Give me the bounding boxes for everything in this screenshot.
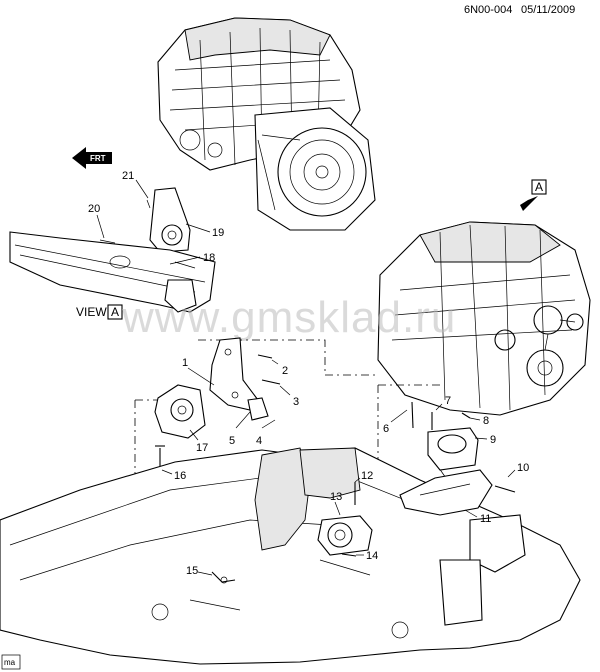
callout-13: 13 [330,491,342,503]
engine-top-illustration [157,17,376,231]
corner-tag-box [1,654,21,670]
callout-8: 8 [483,415,489,427]
mount-part-9 [411,401,479,471]
mount-part-17 [154,384,206,488]
callout-19: 19 [212,227,224,239]
callout-15: 15 [186,565,198,577]
crossmember-view-a [9,231,216,313]
frame-illustration [0,447,581,665]
view-letter-box [107,304,123,320]
callout-9: 9 [490,434,496,446]
corner-tag: ma [4,658,16,667]
engine-right-illustration [377,221,591,416]
callout-6: 6 [383,423,389,435]
callout-18: 18 [203,252,215,264]
view-a-marker: A [520,179,547,211]
callout-21: 21 [122,170,134,182]
diagram-date: 05/11/2009 [521,4,575,16]
callout-5: 5 [229,435,235,447]
bracket-part-11 [399,469,516,516]
callout-4: 4 [256,435,262,447]
top-mount-bracket [99,187,191,253]
callout-11: 11 [480,513,491,525]
mount-part-13 [317,482,373,557]
callout-14: 14 [366,550,378,562]
svg-text:A: A [535,180,543,194]
svg-text:FRT: FRT [90,154,106,163]
callout-17: 17 [196,442,208,454]
callouts: 21 20 19 18 1 2 3 4 5 17 16 6 7 8 9 10 1 [88,170,529,577]
callout-7: 7 [445,395,451,407]
callout-1: 1 [182,357,188,369]
callout-20: 20 [88,203,100,215]
front-arrow-top: FRT [72,147,112,169]
view-label: VIEW [76,305,107,319]
callout-12: 12 [361,470,373,482]
watermark: www.gmsklad.ru [121,293,456,342]
bracket-part-1 [209,337,281,421]
diagram-id: 6N00-004 [464,4,512,16]
view-letter: A [111,305,119,319]
callout-10: 10 [517,462,529,474]
callout-3: 3 [293,396,299,408]
callout-16: 16 [174,470,186,482]
clip-part-15 [211,571,236,584]
callout-2: 2 [282,365,288,377]
